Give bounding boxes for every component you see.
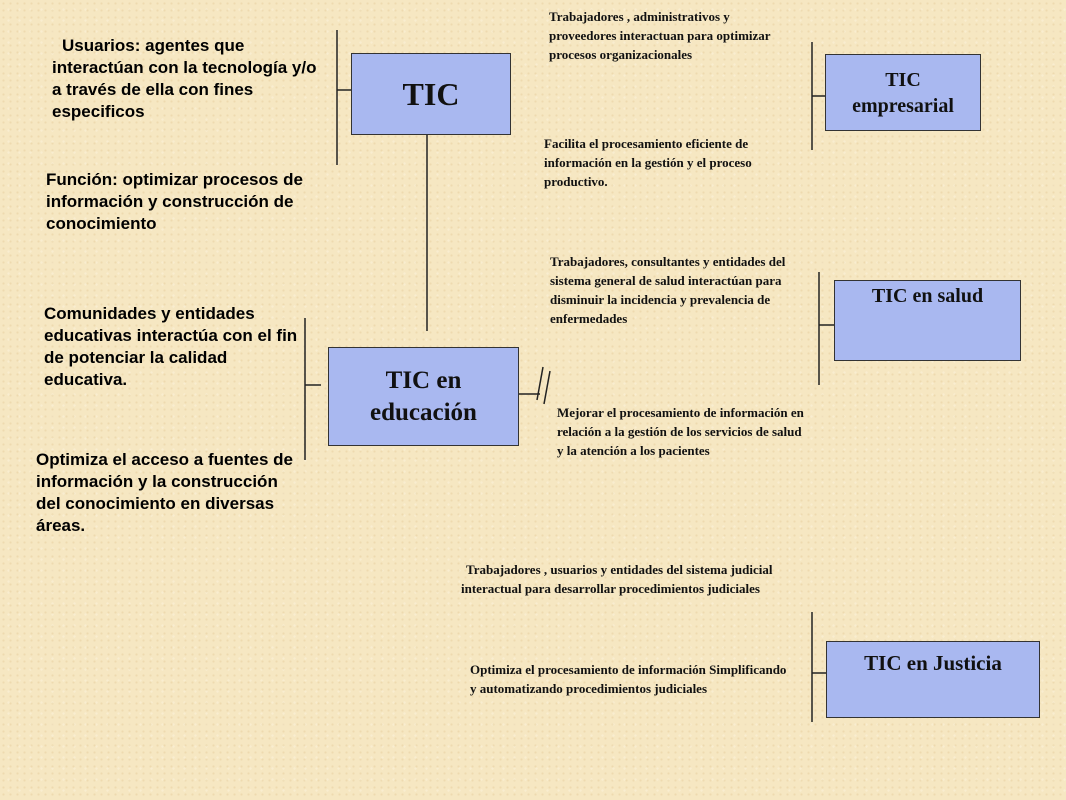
- break-mark: [536, 366, 544, 401]
- tic-funcion-note: Función: optimizar procesos de informaci…: [46, 170, 303, 233]
- justicia-trabajadores-note: Trabajadores , usuarios y entidades del …: [461, 562, 773, 596]
- tic-box-label: TIC: [402, 75, 460, 112]
- tic-box: TIC: [351, 53, 511, 135]
- empresarial-facilita-note: Facilita el procesamiento eficiente de i…: [544, 136, 752, 189]
- tic-empresarial-box-label: TIC empresarial: [852, 68, 954, 117]
- tic-justicia-box-label: TIC en Justicia: [864, 651, 1002, 675]
- tic-empresarial-box: TIC empresarial: [825, 54, 981, 131]
- break-mark: [543, 370, 551, 405]
- tic-usuarios-note: Usuarios: agentes que interactúan con la…: [52, 36, 317, 121]
- tic-educacion-box: TIC en educación: [328, 347, 519, 446]
- tic-salud-box-label: TIC en salud: [871, 285, 984, 307]
- tic-justicia-box: TIC en Justicia: [826, 641, 1040, 718]
- salud-mejorar-note: Mejorar el procesamiento de información …: [557, 405, 804, 458]
- educacion-optimiza-note: Optimiza el acceso a fuentes de informac…: [36, 450, 293, 535]
- tic-educacion-box-label: TIC en educación: [370, 366, 477, 426]
- tic-salud-box: TIC en salud: [834, 280, 1021, 361]
- justicia-optimiza-note: Optimiza el procesamiento de información…: [470, 662, 787, 696]
- educacion-comunidades-note: Comunidades y entidades educativas inter…: [44, 304, 298, 389]
- salud-trabajadores-note: Trabajadores, consultantes y entidades d…: [550, 254, 786, 326]
- empresarial-trabajadores-note: Trabajadores , administrativos y proveed…: [549, 9, 771, 62]
